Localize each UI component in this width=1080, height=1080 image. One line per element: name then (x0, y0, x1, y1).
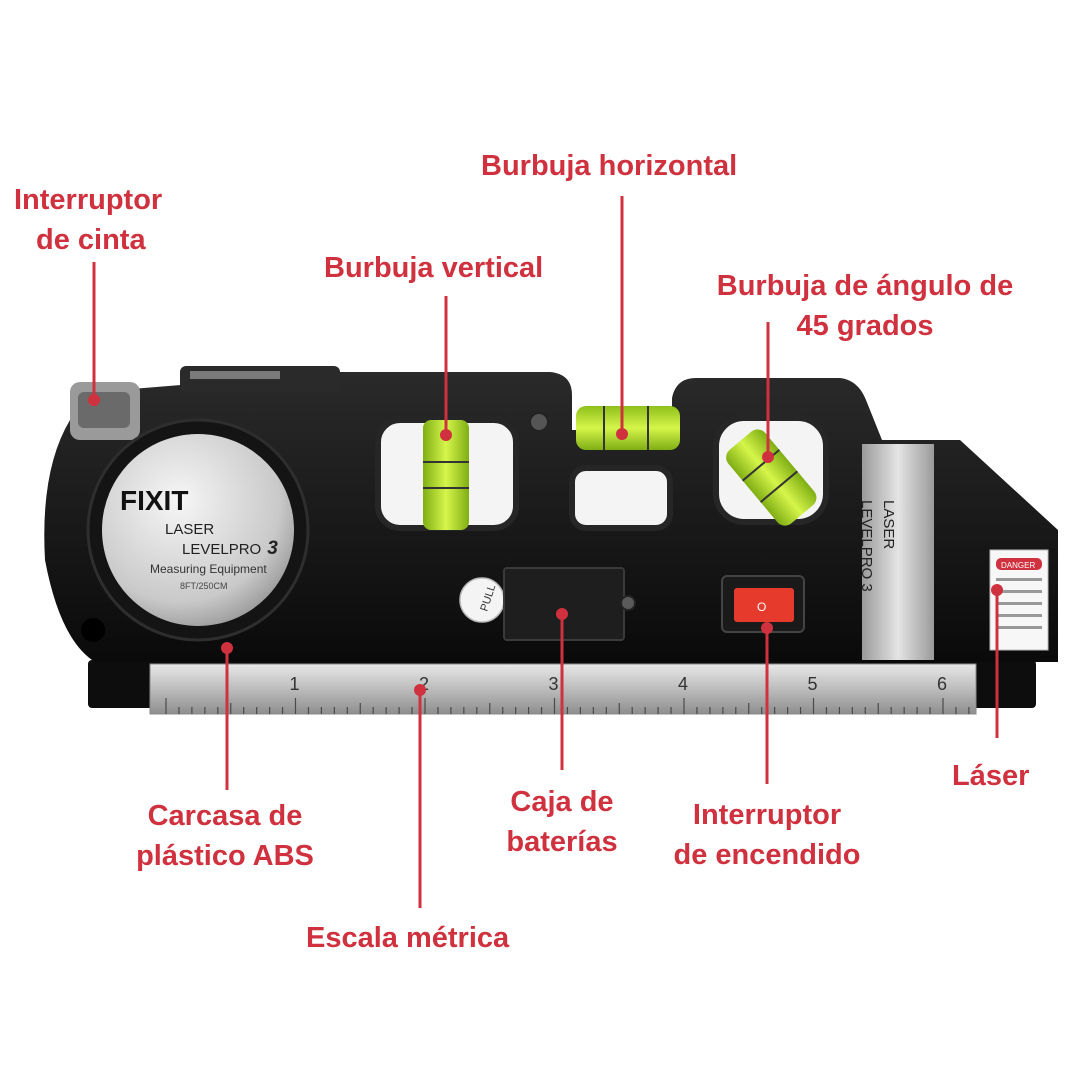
screw (529, 412, 549, 432)
pointer-dot-angle-bubble (762, 451, 774, 463)
label-horizontal-bubble-line-1: Burbuja horizontal (481, 150, 738, 182)
battery-screw (620, 595, 636, 611)
belt-clip-hole (81, 618, 105, 642)
label-tape-switch-line-2: de cinta (36, 224, 146, 256)
label-power-switch-line-2: de encendido (673, 839, 861, 871)
dial-sub-text: Measuring Equipment (150, 562, 267, 576)
ruler-number: 6 (937, 674, 947, 694)
band-text: LASER LEVELPRO 3 (858, 500, 897, 592)
label-metric-scale-line-1: Escala métrica (306, 922, 510, 954)
tape-blade-edge (190, 371, 280, 379)
pointer-dot-metric-scale (414, 684, 426, 696)
label-tape-switch: Interruptor de cinta (14, 180, 162, 260)
ruler-ticks (165, 698, 970, 714)
label-angle-bubble-line-1: Burbuja de ángulo de (716, 270, 1014, 302)
ruler-number: 1 (290, 674, 300, 694)
label-laser: Láser (952, 756, 1029, 796)
angle-vial-mark-2 (759, 470, 799, 503)
label-battery-box-line-2: baterías (506, 826, 618, 858)
sticker-line-1 (996, 578, 1042, 581)
sticker-line-5 (996, 626, 1042, 629)
band-text-line-2: LEVELPRO 3 (858, 500, 875, 592)
pointer-dot-power-switch (761, 622, 773, 634)
dial-model-text: LEVELPRO 3 (182, 538, 278, 559)
laser-head-band (862, 444, 934, 660)
label-power-switch: Interruptor de encendido (652, 795, 882, 875)
tape-lock-switch-grip (78, 392, 130, 428)
danger-text: DANGER (1001, 561, 1035, 570)
brand-logo-text: FIXIT (120, 485, 188, 516)
pointer-dot-horizontal-bubble (616, 428, 628, 440)
label-vertical-bubble: Burbuja vertical (324, 248, 543, 288)
label-angle-bubble-line-2: 45 grados (796, 310, 934, 342)
dial-spec-text: 8FT/250CM (180, 581, 228, 591)
dial-laser-text: LASER (165, 521, 214, 538)
pointer-dot-housing (221, 642, 233, 654)
dial-model-name: LEVELPRO (182, 541, 261, 558)
sticker-line-3 (996, 602, 1042, 605)
vertical-bubble-vial (423, 420, 469, 530)
label-vertical-bubble-line-1: Burbuja vertical (324, 252, 544, 284)
pointer-dot-vertical-bubble (440, 429, 452, 441)
tape-dial-face (102, 434, 294, 626)
sticker-line-4 (996, 614, 1042, 617)
power-switch-glyph: O (757, 600, 766, 614)
horizontal-bubble-window (569, 465, 673, 531)
label-battery-box-line-1: Caja de (510, 786, 614, 818)
ruler-number: 4 (678, 674, 688, 694)
ruler-number: 5 (808, 674, 818, 694)
label-housing: Carcasa de plástico ABS (110, 796, 340, 876)
power-switch-rocker[interactable] (734, 588, 794, 622)
pointer-dot-tape-switch (88, 394, 100, 406)
pointer-dot-laser (991, 584, 1003, 596)
horizontal-bubble-vial (576, 406, 680, 450)
danger-banner (996, 558, 1042, 570)
label-tape-switch-line-1: Interruptor (14, 184, 163, 216)
ruler-number: 3 (549, 674, 559, 694)
label-battery-box: Caja de baterías (482, 782, 642, 862)
dial-model-number: 3 (267, 538, 278, 559)
laser-level-device: FIXIT LASER LEVELPRO 3 Measuring Equipmen… (44, 366, 1059, 715)
pointer-dot-battery-box (556, 608, 568, 620)
label-housing-line-1: Carcasa de (147, 800, 303, 832)
ruler-number: 2 (419, 674, 429, 694)
battery-compartment-cover[interactable] (503, 567, 625, 641)
callout-pointers (88, 196, 1003, 908)
angle-bubble-vial (726, 429, 817, 526)
ruler-numbers: 1 2 3 4 5 6 (290, 674, 948, 694)
label-metric-scale: Escala métrica (306, 918, 509, 958)
label-angle-bubble: Burbuja de ángulo de 45 grados (700, 266, 1030, 346)
sticker-line-2 (996, 590, 1042, 593)
label-power-switch-line-1: Interruptor (692, 799, 842, 831)
label-horizontal-bubble: Burbuja horizontal (481, 146, 737, 186)
label-housing-line-2: plástico ABS (136, 840, 314, 872)
band-text-line-1: LASER (880, 500, 897, 549)
label-laser-line-1: Láser (952, 760, 1030, 792)
